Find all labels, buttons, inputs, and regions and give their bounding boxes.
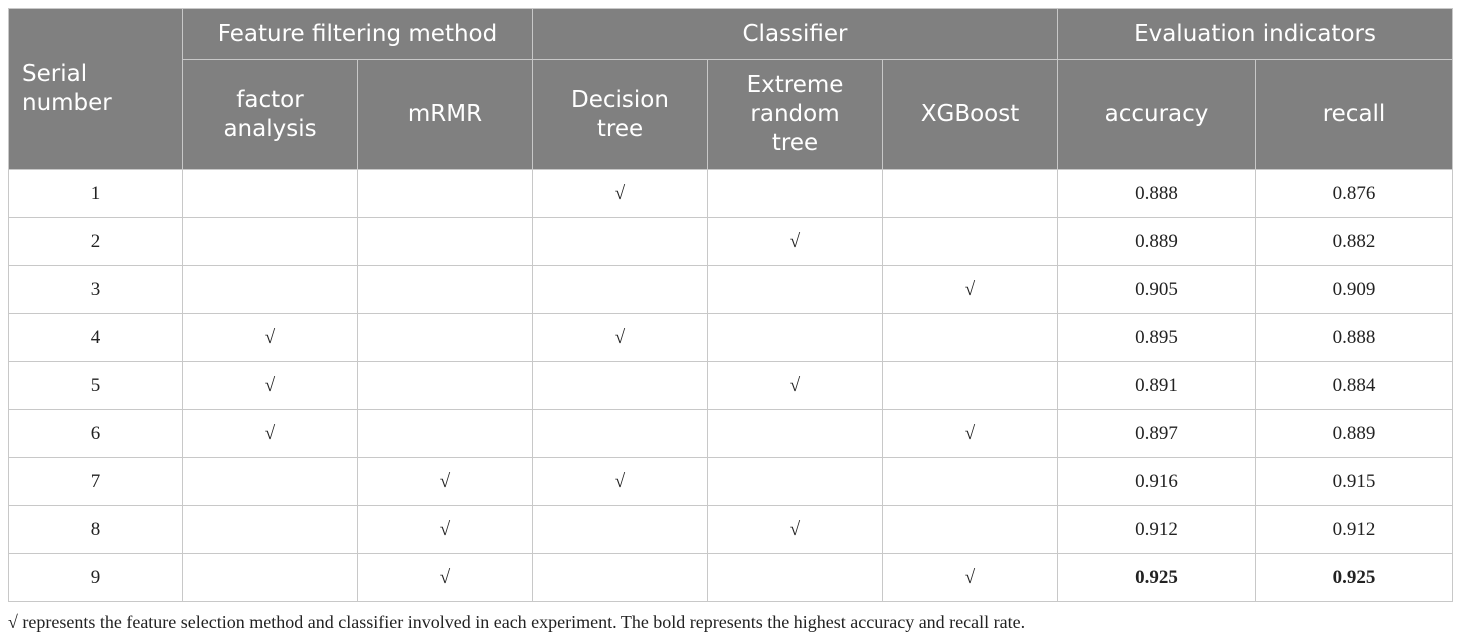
table-header: Serial number Feature filtering method Cl… <box>8 8 1454 170</box>
header-group-classifier: Classifier <box>531 8 1059 60</box>
cell-recall: 0.882 <box>1255 217 1454 266</box>
cell-mrmr <box>357 313 533 362</box>
cell-decision-tree <box>532 361 708 410</box>
cell-extreme-random-tree <box>707 313 883 362</box>
cell-accuracy: 0.897 <box>1057 409 1257 458</box>
cell-serial: 4 <box>8 313 183 362</box>
cell-recall: 0.889 <box>1255 409 1454 458</box>
results-table: Serial number Feature filtering method Cl… <box>8 8 1454 602</box>
header-serial-l2: number <box>22 90 112 116</box>
cell-xgboost <box>881 505 1059 554</box>
cell-xgboost: √ <box>881 553 1059 602</box>
header-xgboost: XGBoost <box>881 59 1059 170</box>
header-mrmr: mRMR <box>357 59 533 170</box>
cell-mrmr <box>357 361 533 410</box>
cell-decision-tree <box>532 409 708 458</box>
cell-accuracy: 0.912 <box>1057 505 1257 554</box>
cell-serial: 1 <box>8 169 183 218</box>
cell-serial: 7 <box>8 457 183 506</box>
cell-factor-analysis <box>182 169 358 218</box>
cell-extreme-random-tree <box>707 409 883 458</box>
cell-recall: 0.915 <box>1255 457 1454 506</box>
cell-extreme-random-tree: √ <box>707 505 883 554</box>
cell-mrmr: √ <box>357 457 533 506</box>
cell-mrmr <box>357 409 533 458</box>
cell-extreme-random-tree <box>707 457 883 506</box>
cell-recall: 0.912 <box>1255 505 1454 554</box>
cell-accuracy: 0.888 <box>1057 169 1257 218</box>
cell-decision-tree <box>532 505 708 554</box>
cell-extreme-random-tree: √ <box>707 361 883 410</box>
cell-mrmr <box>357 169 533 218</box>
header-accuracy: accuracy <box>1057 59 1257 170</box>
header-serial-number: Serial number <box>8 8 183 170</box>
header-group-feature-filtering: Feature filtering method <box>182 8 533 60</box>
cell-mrmr: √ <box>357 553 533 602</box>
cell-decision-tree <box>532 265 708 314</box>
cell-factor-analysis <box>182 217 358 266</box>
header-group-evaluation: Evaluation indicators <box>1057 8 1454 60</box>
cell-recall: 0.876 <box>1255 169 1454 218</box>
cell-factor-analysis <box>182 553 358 602</box>
cell-decision-tree <box>532 553 708 602</box>
cell-accuracy: 0.925 <box>1057 553 1257 602</box>
cell-xgboost <box>881 169 1059 218</box>
cell-factor-analysis: √ <box>182 361 358 410</box>
cell-extreme-random-tree <box>707 265 883 314</box>
cell-factor-analysis <box>182 505 358 554</box>
cell-factor-analysis: √ <box>182 313 358 362</box>
cell-decision-tree: √ <box>532 169 708 218</box>
cell-xgboost <box>881 361 1059 410</box>
cell-xgboost: √ <box>881 409 1059 458</box>
cell-serial: 5 <box>8 361 183 410</box>
cell-accuracy: 0.895 <box>1057 313 1257 362</box>
cell-serial: 8 <box>8 505 183 554</box>
cell-decision-tree <box>532 217 708 266</box>
cell-factor-analysis: √ <box>182 409 358 458</box>
cell-accuracy: 0.916 <box>1057 457 1257 506</box>
header-serial-l1: Serial <box>22 61 88 87</box>
cell-decision-tree: √ <box>532 313 708 362</box>
cell-serial: 6 <box>8 409 183 458</box>
cell-recall: 0.888 <box>1255 313 1454 362</box>
cell-decision-tree: √ <box>532 457 708 506</box>
cell-mrmr <box>357 217 533 266</box>
cell-xgboost <box>881 457 1059 506</box>
cell-mrmr: √ <box>357 505 533 554</box>
cell-accuracy: 0.889 <box>1057 217 1257 266</box>
cell-accuracy: 0.905 <box>1057 265 1257 314</box>
cell-accuracy: 0.891 <box>1057 361 1257 410</box>
cell-factor-analysis <box>182 265 358 314</box>
table-footnote: √ represents the feature selection metho… <box>8 612 1026 632</box>
cell-extreme-random-tree <box>707 553 883 602</box>
header-recall: recall <box>1255 59 1454 170</box>
cell-serial: 9 <box>8 553 183 602</box>
cell-extreme-random-tree <box>707 169 883 218</box>
cell-serial: 3 <box>8 265 183 314</box>
cell-xgboost <box>881 217 1059 266</box>
cell-mrmr <box>357 265 533 314</box>
cell-serial: 2 <box>8 217 183 266</box>
cell-xgboost: √ <box>881 265 1059 314</box>
cell-recall: 0.884 <box>1255 361 1454 410</box>
cell-extreme-random-tree: √ <box>707 217 883 266</box>
cell-factor-analysis <box>182 457 358 506</box>
cell-recall: 0.925 <box>1255 553 1454 602</box>
cell-xgboost <box>881 313 1059 362</box>
cell-recall: 0.909 <box>1255 265 1454 314</box>
